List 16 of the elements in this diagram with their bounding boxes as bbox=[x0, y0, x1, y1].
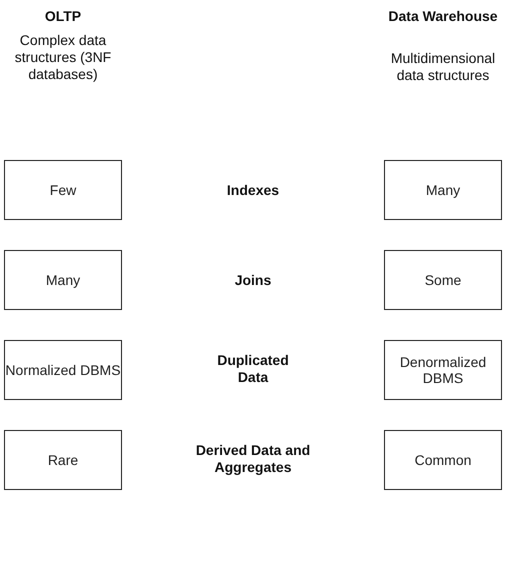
row-heading: Derived Data and Aggregates bbox=[194, 442, 312, 476]
row-heading: Duplicated Data bbox=[216, 352, 290, 386]
column-heading: Data Warehouse bbox=[387, 8, 499, 25]
column-description: Complex data structures (3NF databases) bbox=[14, 32, 112, 82]
column-description: Multidimensional data structures bbox=[390, 50, 496, 84]
value-box: Many bbox=[4, 250, 122, 310]
value-box: Normalized DBMS bbox=[4, 340, 122, 400]
row-heading: Indexes bbox=[226, 182, 280, 199]
row-heading: Joins bbox=[234, 272, 272, 289]
value-box: Few bbox=[4, 160, 122, 220]
value-box: Denormalized DBMS bbox=[384, 340, 502, 400]
column-heading: OLTP bbox=[44, 8, 82, 25]
value-box: Some bbox=[384, 250, 502, 310]
value-box: Common bbox=[384, 430, 502, 490]
value-box: Rare bbox=[4, 430, 122, 490]
value-box: Many bbox=[384, 160, 502, 220]
